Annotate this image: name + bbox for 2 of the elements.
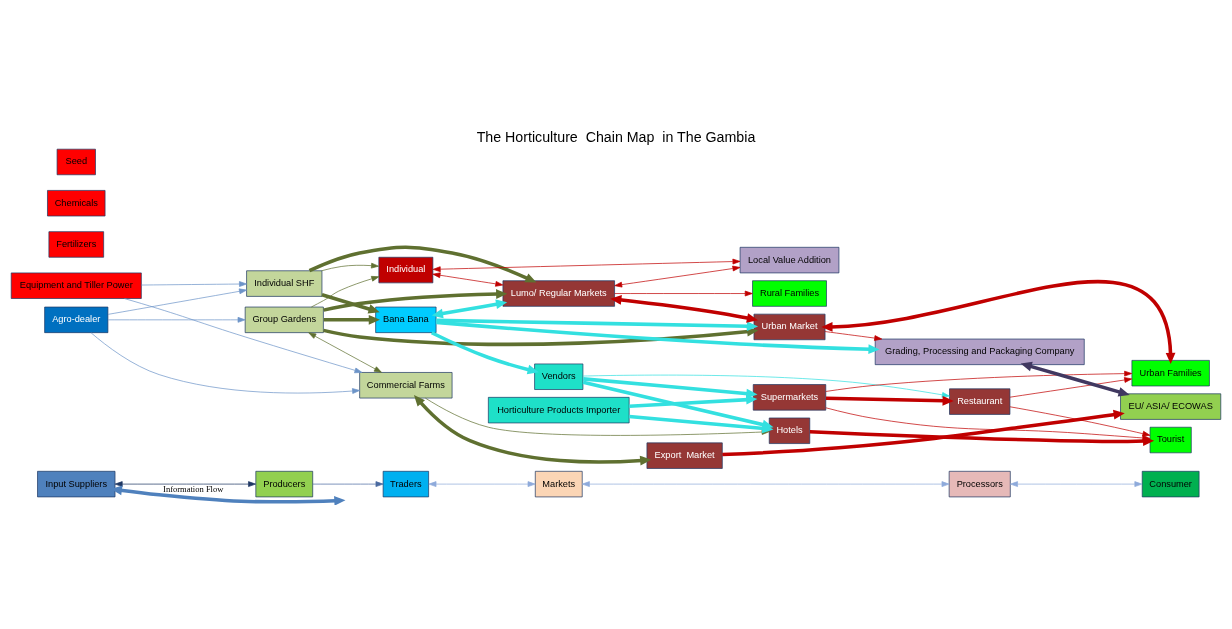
edge-label: Information Flow (163, 483, 224, 494)
diagram-title: The Horticulture Chain Map in The Gambia (476, 128, 756, 145)
